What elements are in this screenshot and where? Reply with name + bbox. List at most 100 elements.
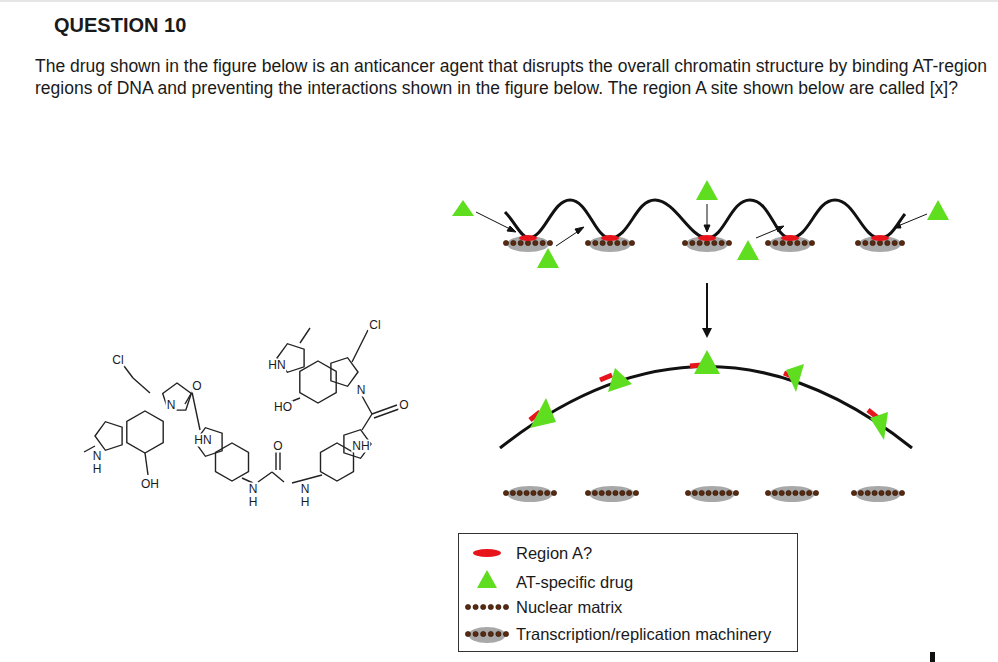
matrix-bead — [733, 490, 738, 495]
matrix-bead — [765, 490, 770, 495]
matrix-bead — [699, 490, 704, 495]
atom-label: O — [272, 440, 283, 453]
matrix-bead — [772, 490, 777, 495]
matrix-bead — [585, 240, 590, 245]
legend-swatch — [473, 549, 501, 557]
matrix-bead — [496, 604, 501, 609]
machinery-blob — [689, 486, 734, 502]
legend-text: Transcription/replication machinery — [516, 625, 771, 644]
matrix-bead — [629, 240, 634, 245]
atom-label: H — [300, 496, 311, 509]
drug-triangles — [452, 180, 949, 268]
machinery-blob — [589, 486, 634, 502]
bond — [185, 392, 192, 404]
matrix-bead — [488, 604, 493, 609]
bond — [124, 366, 133, 378]
machinery-blob — [507, 486, 552, 502]
matrix-bead — [481, 631, 486, 636]
region-a-marks — [519, 235, 889, 241]
matrix-bead — [607, 240, 612, 245]
matrix-bead — [473, 631, 478, 636]
bond — [362, 396, 372, 414]
matrix-bead — [540, 240, 545, 245]
matrix-bead — [599, 490, 604, 495]
matrix-bead — [531, 490, 536, 495]
matrix-bead — [533, 240, 538, 245]
bond — [258, 472, 272, 482]
bond — [272, 472, 284, 482]
atom-label: HN — [267, 359, 286, 372]
question-text: The drug shown in the figure below is an… — [35, 55, 997, 99]
matrix-bead — [726, 240, 731, 245]
bond — [372, 405, 397, 414]
machinery-blob — [769, 486, 814, 502]
binding-arrows — [476, 204, 927, 246]
ring-bond — [321, 443, 354, 481]
matrix-bead — [503, 240, 508, 245]
machinery-blob — [859, 236, 901, 252]
matrix-bead — [704, 240, 709, 245]
matrix-bead — [465, 631, 470, 636]
ring-bond — [331, 358, 358, 387]
matrix-bead — [524, 490, 529, 495]
bond — [352, 330, 368, 362]
matrix-bead — [620, 490, 625, 495]
transition-arrow — [706, 283, 708, 330]
matrix-bead — [525, 240, 530, 245]
matrix-bead — [802, 240, 807, 245]
matrix-bead — [697, 240, 702, 245]
matrix-bead — [465, 604, 470, 609]
bond — [275, 452, 276, 470]
matrix-bead — [886, 490, 891, 495]
bond — [145, 453, 148, 475]
bond — [133, 378, 150, 393]
matrix-bead — [865, 490, 870, 495]
legend-text: Nuclear matrix — [516, 598, 622, 617]
matrix-bead — [622, 240, 627, 245]
matrix-bead — [593, 240, 598, 245]
matrix-bead — [511, 240, 516, 245]
machinery-blob — [589, 236, 631, 252]
matrix-bead — [851, 490, 856, 495]
matrix-bead — [899, 240, 904, 245]
atom-label: O — [398, 399, 409, 412]
matrix-bead — [800, 490, 805, 495]
matrix-bead — [627, 490, 632, 495]
matrix-bead — [870, 240, 875, 245]
ring-bond — [216, 443, 249, 481]
atom-label: HN — [193, 434, 212, 447]
matrix-bead — [545, 490, 550, 495]
matrix-bead — [551, 490, 556, 495]
matrix-bead — [592, 490, 597, 495]
matrix-bead — [779, 490, 784, 495]
matrix-bead — [727, 490, 732, 495]
edge-mark — [930, 652, 935, 662]
matrix-bead — [503, 604, 508, 609]
matrix-bead — [786, 490, 791, 495]
atom-label: Cl — [111, 354, 124, 367]
matrix-bead — [518, 240, 523, 245]
matrix-bead — [780, 240, 785, 245]
matrix-bead — [809, 240, 814, 245]
matrix-bead — [473, 604, 478, 609]
matrix-bead — [613, 490, 618, 495]
matrix-bead — [633, 490, 638, 495]
matrix-bead — [606, 490, 611, 495]
matrix-bead — [503, 490, 508, 495]
matrix-bead — [855, 240, 860, 245]
bond — [300, 328, 310, 343]
bead-rows — [503, 236, 904, 502]
matrix-bead — [893, 490, 898, 495]
legend-text: AT-specific drug — [516, 573, 633, 592]
top-rule — [0, 1, 998, 2]
bond — [374, 409, 399, 418]
matrix-bead — [813, 490, 818, 495]
ring-bond — [344, 430, 371, 459]
matrix-bead — [863, 240, 868, 245]
matrix-bead — [685, 490, 690, 495]
matrix-bead — [538, 490, 543, 495]
matrix-bead — [765, 240, 770, 245]
chemical-structure — [84, 328, 399, 483]
matrix-bead — [600, 240, 605, 245]
